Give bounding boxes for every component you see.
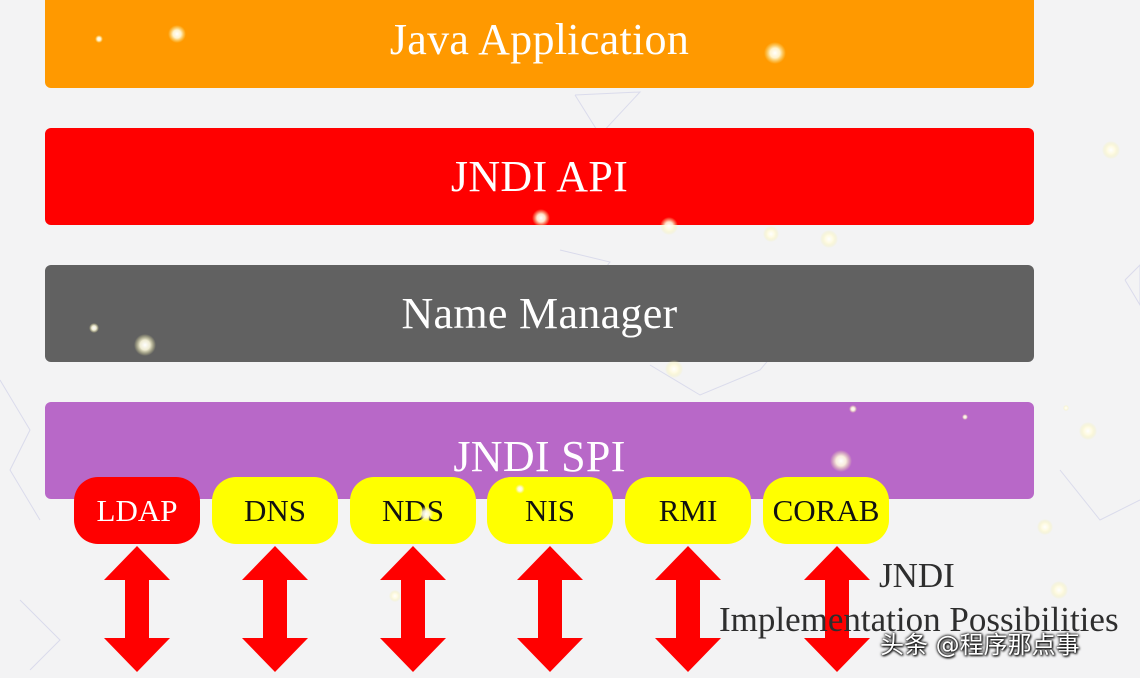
name-manager-layer: Name Manager	[45, 265, 1034, 362]
service-label: LDAP	[96, 492, 178, 528]
service-chip-nds: NDS	[350, 477, 476, 544]
java-application-layer: Java Application	[45, 0, 1034, 88]
java-application-label: Java Application	[389, 15, 690, 64]
jndi-spi-label: JNDI SPI	[453, 432, 626, 481]
jndi-api-layer: JNDI API	[45, 128, 1034, 225]
watermark: 头条 @程序那点事	[880, 631, 1080, 659]
caption-line-1: JNDI	[879, 556, 955, 595]
service-label: RMI	[658, 492, 718, 528]
service-chip-dns: DNS	[212, 477, 338, 544]
service-label: NDS	[381, 492, 444, 528]
service-chip-ldap: LDAP	[74, 477, 200, 544]
service-chip-nis: NIS	[487, 477, 613, 544]
service-chip-corab: CORAB	[763, 477, 889, 544]
service-label: DNS	[243, 492, 306, 528]
service-label: NIS	[525, 492, 575, 528]
caption-line-2: Implementation Possibilities	[719, 600, 1119, 639]
service-label: CORAB	[772, 492, 880, 528]
jndi-api-label: JNDI API	[450, 152, 629, 201]
service-chip-rmi: RMI	[625, 477, 751, 544]
name-manager-label: Name Manager	[401, 289, 678, 338]
